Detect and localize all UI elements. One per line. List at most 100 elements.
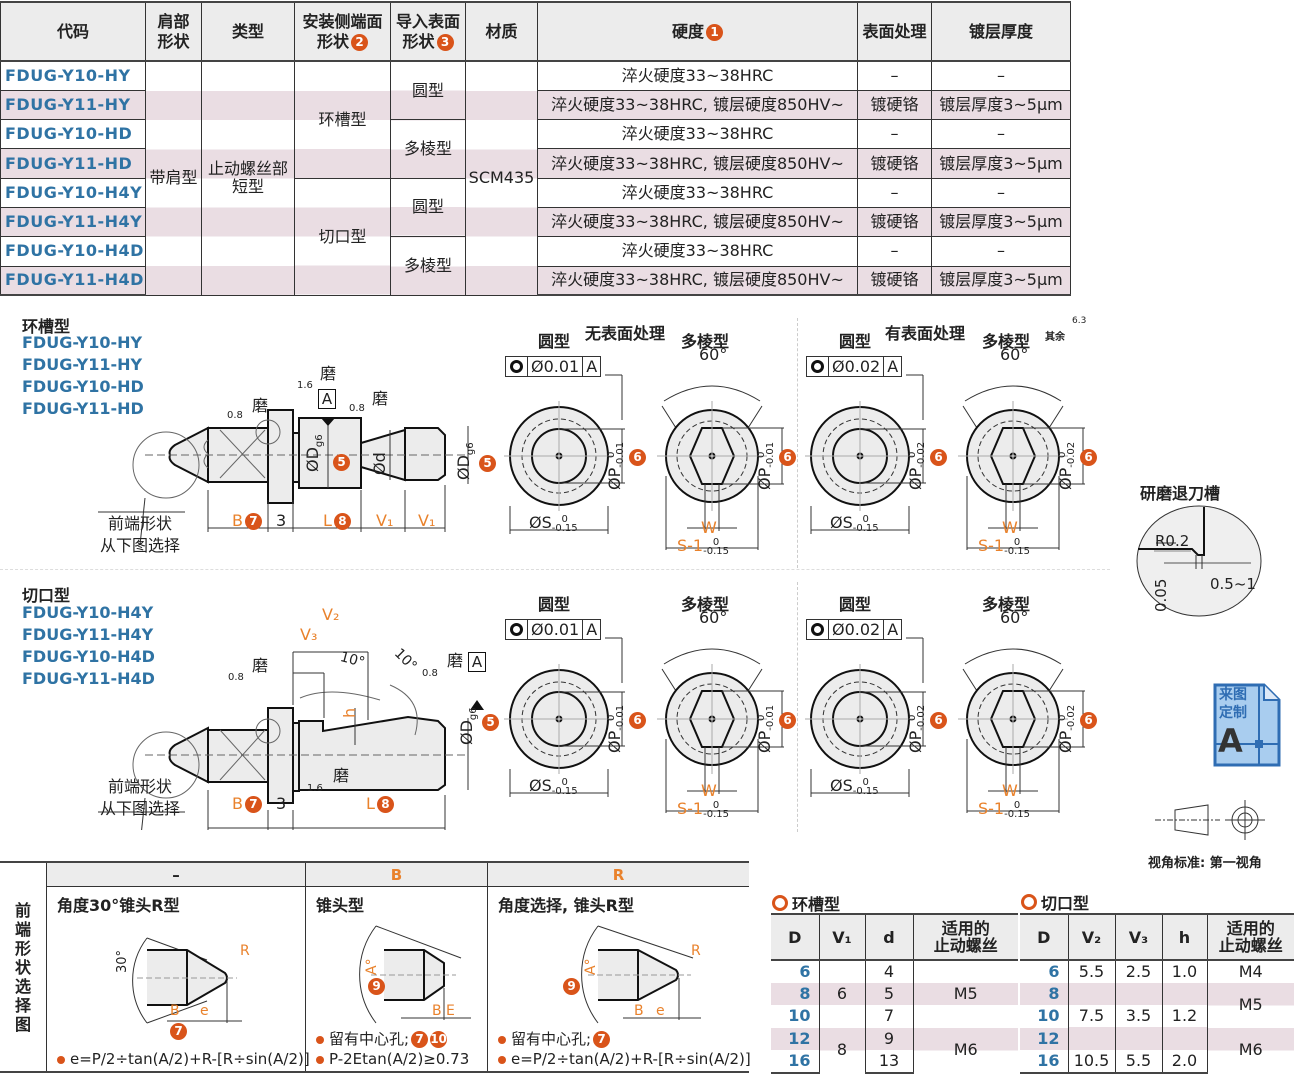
dim-D-text: ØD [454,455,473,480]
tol-lower: -0.15 [852,522,879,534]
d-value[interactable]: 16 [1020,1050,1069,1074]
concentricity-icon [506,357,528,376]
model-code[interactable]: FDUG-Y10-HY [22,333,143,352]
table-row: 12 M6 [1020,1027,1294,1073]
table-row: 10 7 [771,1005,1018,1028]
grind-label: 磨 [372,389,389,408]
v1-value: 8 [818,1027,866,1073]
concentricity-icon [807,620,829,639]
dim-P-tolerance: 0-0.01 [606,441,626,468]
product-code[interactable]: FDUG-Y11-HD [0,148,146,179]
poly-type-title: 多棱型 [982,332,1031,351]
model-code[interactable]: FDUG-Y10-H4Y [22,603,154,622]
label-E: E [446,1003,455,1019]
dim-D-text: ØD [457,720,476,745]
datum-triangle [321,418,335,426]
concentricity-icon [506,620,528,639]
product-code[interactable]: FDUG-Y11-HY [0,89,146,121]
header-row: D V₂ V₃ h 适用的 止动螺丝 [1020,913,1294,961]
table-row: FDUG-Y11-H4Y 淬火硬度33~38HRC, 镀层硬度850HV~ 镀硬… [0,206,1071,238]
model-code[interactable]: FDUG-Y11-HY [22,355,143,374]
label-B: B [432,1003,442,1019]
d-value[interactable]: 16 [771,1050,820,1074]
label-e: e [200,1003,209,1019]
model-code[interactable]: FDUG-Y10-H4D [22,647,155,666]
plating-thickness: 镀层厚度3~5μm [931,206,1071,238]
projection-label: 视角标准: 第一视角 [1148,856,1262,871]
product-code[interactable]: FDUG-Y10-H4D [0,236,146,267]
concentricity-icon [807,357,829,376]
model-code[interactable]: FDUG-Y11-HD [22,399,144,418]
d-value[interactable]: 10 [771,1005,820,1028]
front-shape-note: 前端形状 [108,777,173,796]
hardness: 淬火硬度33~38HRC [537,60,858,91]
tol-lower: -0.01 [614,441,626,468]
model-code[interactable]: FDUG-Y11-H4Y [22,625,154,644]
product-code[interactable]: FDUG-Y11-H4Y [0,206,146,238]
surface-treatment: – [857,177,932,208]
hardness: 淬火硬度33~38HRC, 镀层硬度850HV~ [537,148,858,179]
dim-P-tolerance: 0-0.02 [1057,705,1077,731]
col-header: d [864,913,914,961]
front-shape-option[interactable]: R 角度选择, 锥头R型 R B e A° 9 留有中心孔;7 e=P/2÷ta… [488,863,751,1071]
custom-badge-text: 来图 定制 [1219,686,1247,722]
product-code[interactable]: FDUG-Y10-HD [0,119,146,150]
badge-3: 3 [436,33,454,51]
angle-label: 30° [115,949,130,973]
groove-table-title-text: 环槽型 [792,895,841,914]
d-value[interactable]: 6 [771,960,820,983]
header-install-end-text: 安装侧端面 形状 [302,11,383,51]
plating-thickness: – [931,119,1071,150]
divider [797,318,798,568]
angle-label: A° [364,958,380,975]
dim-D-tol: g6 [468,707,480,721]
dim-S1-text: S-1 [677,536,704,555]
d-value[interactable]: 10 [1037,1006,1060,1026]
type-cell: 止动螺丝部短型 [201,60,295,296]
groove-side-view [98,409,469,546]
table-row: FDUG-Y10-HY 带肩型 止动螺丝部短型 环槽型 圆型 SCM435 淬火… [0,60,1071,296]
tol-lower: -0.15 [551,522,578,534]
model-code[interactable]: FDUG-Y10-HD [22,377,144,396]
d-value[interactable]: 6 [1020,960,1069,983]
guide-round: 圆型 [390,177,466,238]
table-row: 16 13 [771,1050,1018,1074]
col-header: h [1161,913,1208,961]
label-e: e [656,1003,665,1019]
hardness: 淬火硬度33~38HRC, 镀层硬度850HV~ [537,265,858,297]
front-shape-option[interactable]: – 角度30°锥头R型 R 30° B e 7 e=P/2÷tan(A/2)+R… [47,863,310,1071]
d-value[interactable]: 12 [1020,1027,1069,1051]
small-d-value: 4 [864,960,914,983]
product-code[interactable]: FDUG-Y10-H4Y [0,177,146,208]
roughness-label: 1.6 [307,783,323,794]
divider [0,569,1110,570]
dim-V2: V₂ [322,605,340,624]
groove-dim-table: D V₁ d 适用的 止动螺丝 6 6 4 M5 8 5 10 7 12 8 9… [771,913,1018,1074]
tolerance-value: Ø0.01 [528,357,584,376]
badge-8: 8 [376,796,394,813]
roughness-label: 1.6 [297,380,313,391]
v2-value: 7.5 [1067,982,1116,1051]
badge-7: 7 [244,796,262,813]
d-value[interactable]: 8 [771,982,820,1006]
groove-width: 0.5~1 [1210,575,1256,593]
product-code[interactable]: FDUG-Y10-HY [0,60,146,91]
badge-6: 6 [930,712,947,729]
product-code[interactable]: FDUG-Y11-H4D [0,265,146,297]
tol-lower: -0.15 [1004,808,1030,820]
badge-2: 2 [351,33,368,51]
d-value[interactable]: 8 [1020,982,1069,1006]
poly-type-title: 多棱型 [681,595,730,614]
custom-drawing-icon[interactable] [1212,682,1282,768]
custom-badge-letter: A [1218,722,1243,760]
plating-thickness: – [931,177,1071,208]
d-value[interactable]: 12 [771,1027,820,1051]
model-code[interactable]: FDUG-Y11-H4D [22,669,155,688]
dim-P-text: ØP [605,467,624,490]
type-line1: 止动螺丝部 [207,159,288,179]
surface-treatment: – [857,60,932,91]
